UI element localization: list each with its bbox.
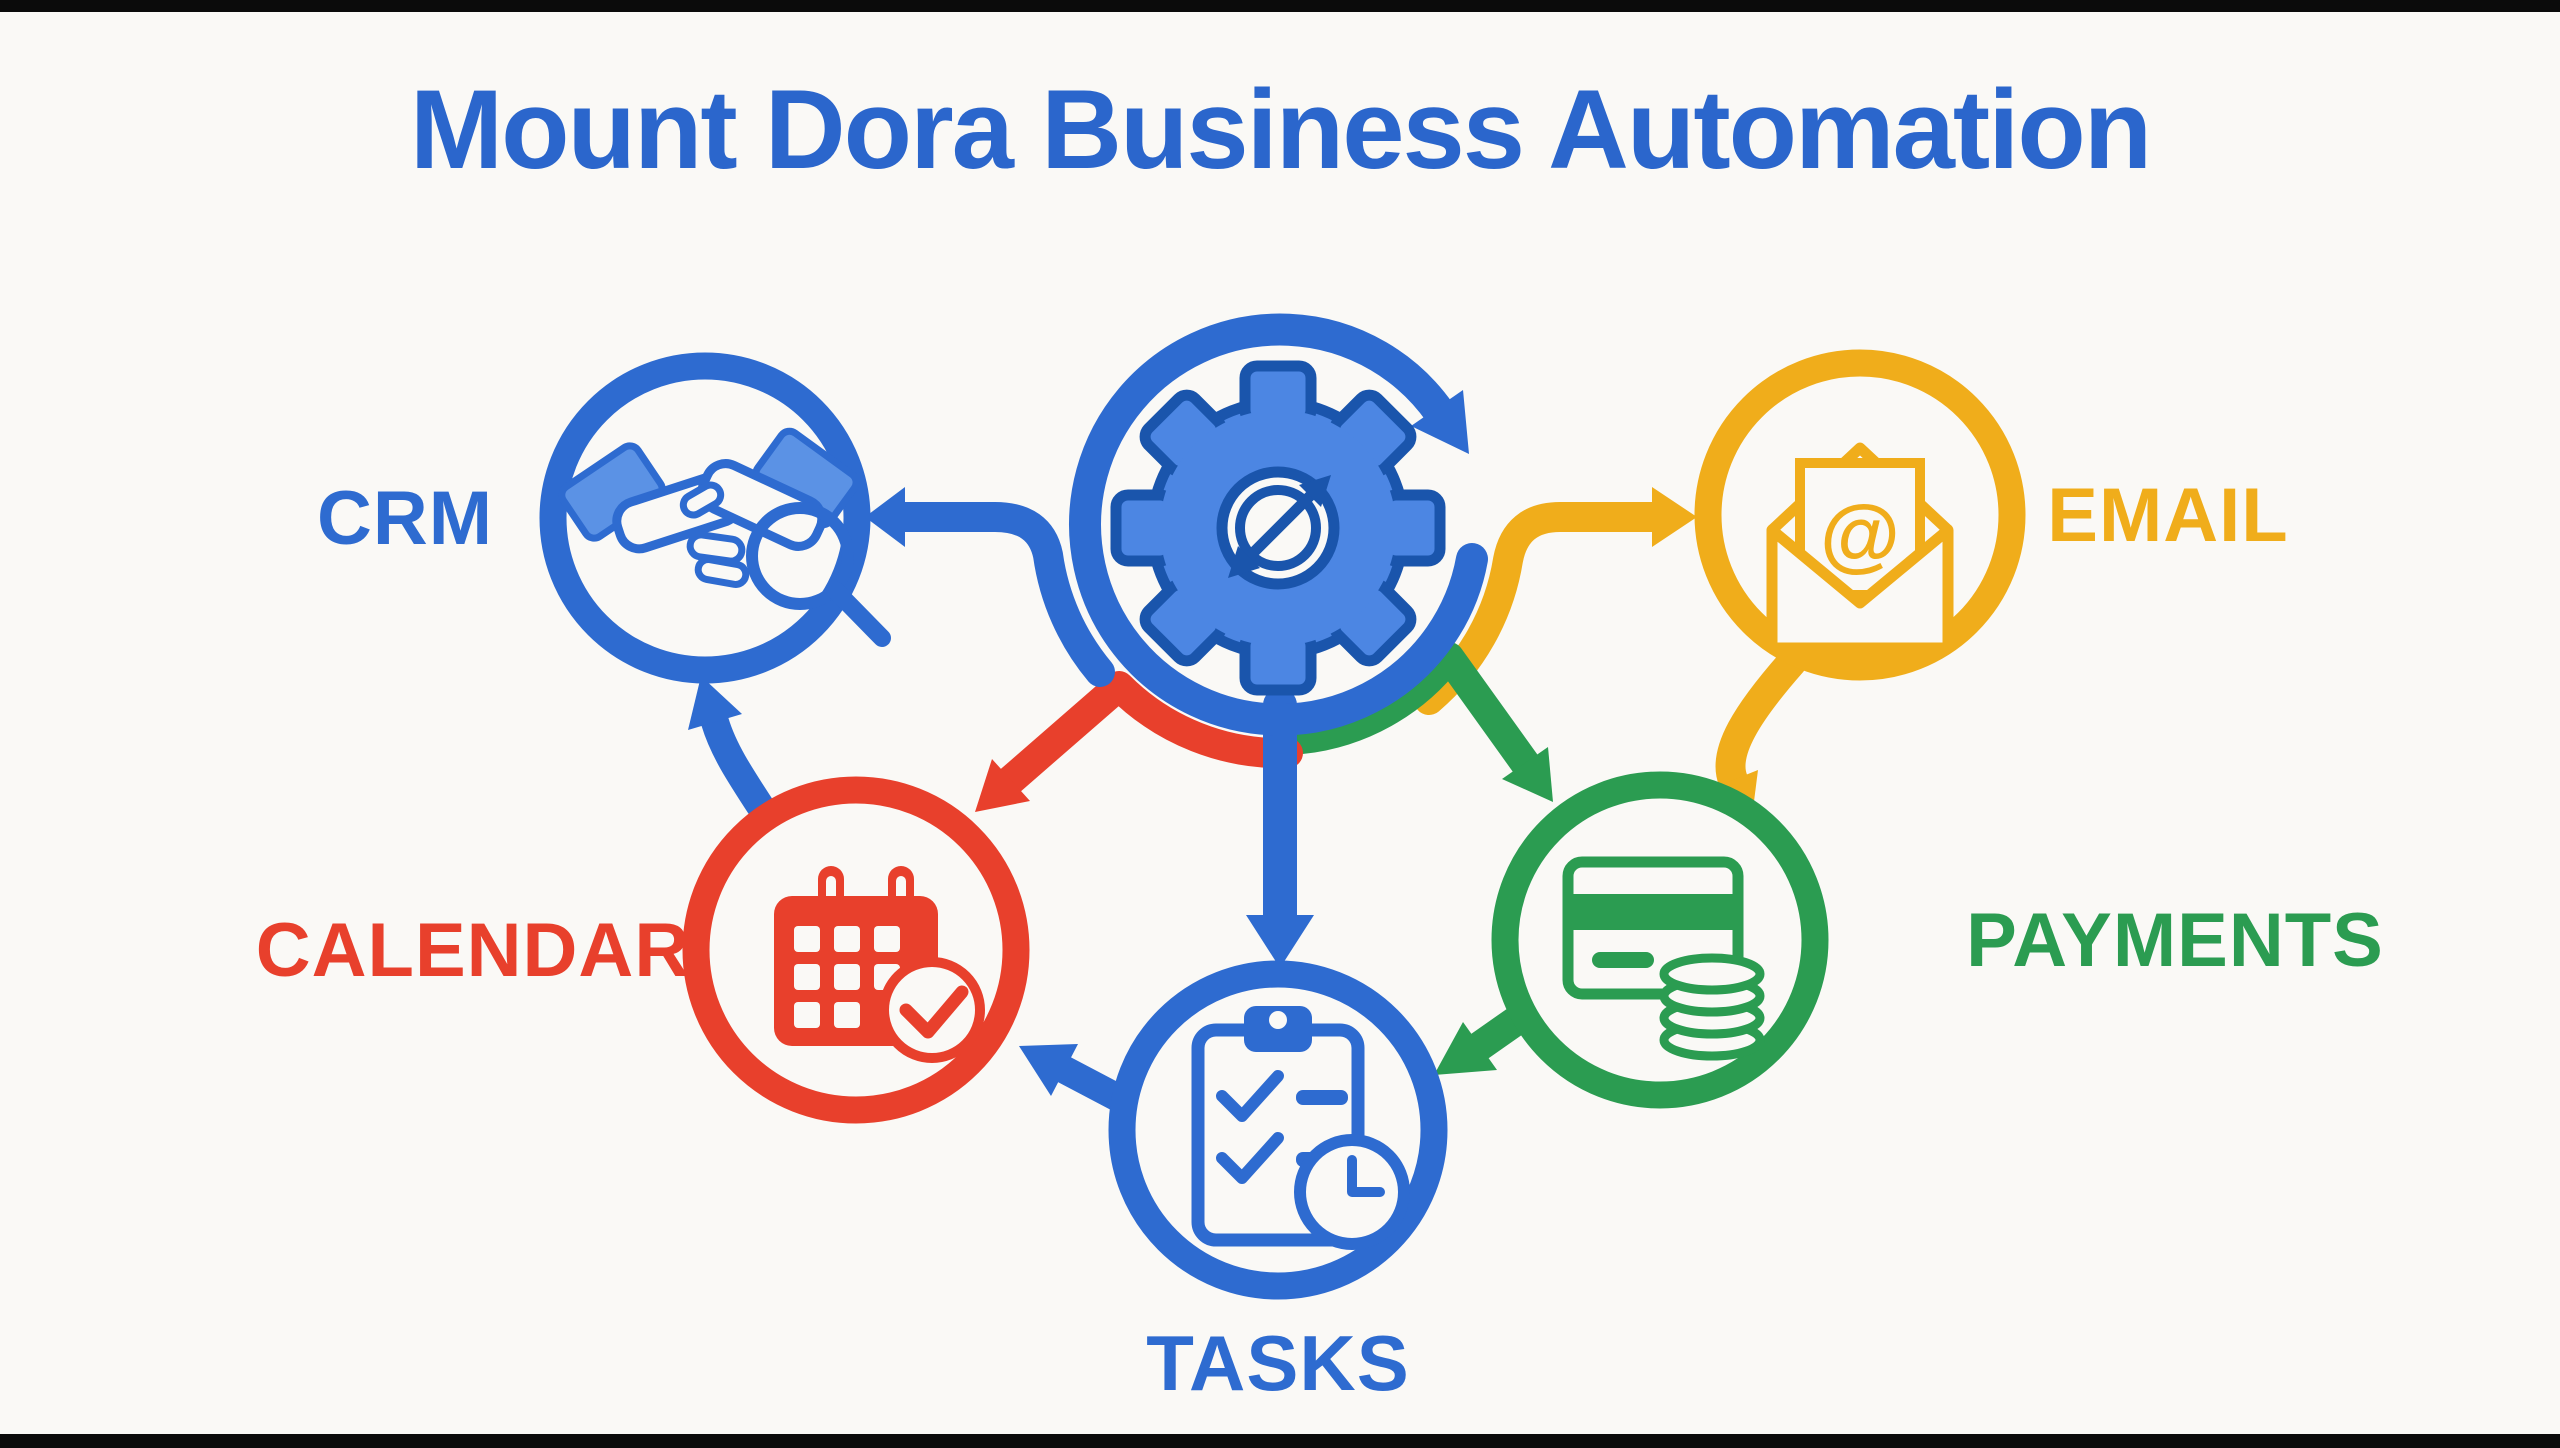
payments-label: PAYMENTS xyxy=(1966,898,2384,983)
clipboard-checklist-clock-icon xyxy=(1191,1006,1410,1250)
email-label: EMAIL xyxy=(2047,473,2288,558)
crm-label: CRM xyxy=(317,476,493,561)
top-letterbox-bar xyxy=(0,0,2560,12)
page-title: Mount Dora Business Automation xyxy=(410,67,2150,192)
open-envelope-at-icon: @ xyxy=(1766,442,1954,654)
node-calendar: CALENDAR xyxy=(256,776,1030,1124)
credit-card-coins-icon xyxy=(1562,856,1765,1061)
calendar-label: CALENDAR xyxy=(256,908,690,993)
rotation-ring-arrow-icon xyxy=(1069,313,1488,736)
node-payments: PAYMENTS xyxy=(1491,771,2384,1109)
arrow-center-to-crm xyxy=(865,487,1115,687)
sync-arrow-icon xyxy=(1228,475,1331,578)
at-symbol: @ xyxy=(1820,489,1900,580)
node-email: @ EMAIL xyxy=(1694,349,2288,681)
calendar-check-icon xyxy=(774,866,985,1063)
node-tasks: TASKS xyxy=(1108,960,1448,1407)
arrow-center-to-payments xyxy=(1287,642,1553,802)
arrow-center-to-tasks xyxy=(1246,688,1314,968)
tasks-label: TASKS xyxy=(1146,1319,1410,1407)
center-hub xyxy=(1069,313,1488,736)
bottom-letterbox-bar xyxy=(0,1434,2560,1448)
handshake-magnifier-icon xyxy=(558,427,891,647)
node-crm: CRM xyxy=(317,352,891,684)
center-gear-icon xyxy=(1110,360,1446,696)
